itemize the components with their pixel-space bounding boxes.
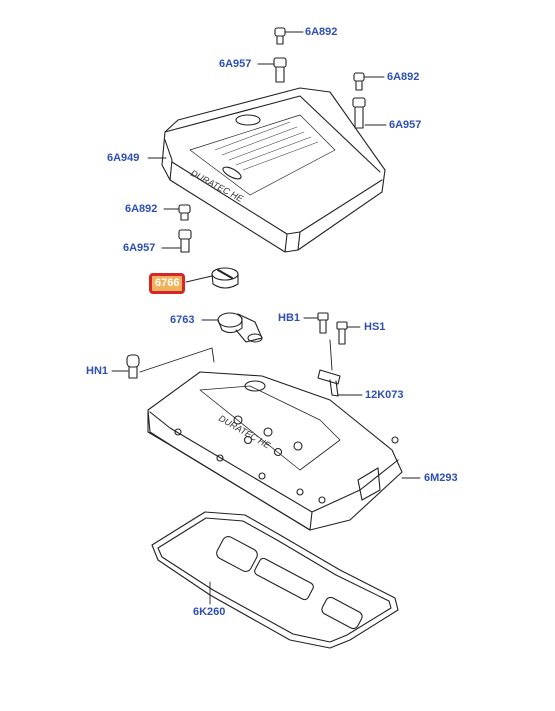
label-6766-highlighted[interactable]: 6766 (148, 273, 186, 294)
grommet-6a957-left (178, 229, 192, 253)
camshaft-sensor (317, 369, 341, 397)
oil-filler-tube (217, 312, 263, 343)
label-6m293[interactable]: 6M293 (424, 472, 458, 484)
leader-lines (111, 31, 421, 605)
label-6k260[interactable]: 6K260 (193, 606, 226, 618)
grommet-6a957-right (352, 97, 366, 129)
label-6763-tube[interactable]: 6763 (170, 314, 195, 326)
valve-cover-gasket (151, 511, 399, 649)
label-6a892-top[interactable]: 6A892 (305, 26, 338, 38)
engine-cover: DURATEC HE (161, 87, 386, 253)
label-6a949-cover[interactable]: 6A949 (107, 152, 140, 164)
label-6a957-right[interactable]: 6A957 (389, 119, 422, 131)
bolt-hs1 (336, 321, 348, 345)
valve-cover: DURATEC HE (147, 371, 403, 531)
label-6a892-right[interactable]: 6A892 (387, 71, 420, 83)
bolt-hb1 (317, 312, 329, 334)
label-6a957-top[interactable]: 6A957 (219, 58, 252, 70)
label-6a892-left[interactable]: 6A892 (125, 203, 158, 215)
label-hb1[interactable]: HB1 (278, 312, 301, 324)
label-12k073[interactable]: 12K073 (365, 389, 404, 401)
bolt-6a892-top (274, 27, 286, 45)
bolt-6a892-left (178, 204, 191, 221)
oil-filler-cap (211, 267, 239, 289)
label-hs1[interactable]: HS1 (364, 321, 386, 333)
stud-hn1 (126, 354, 140, 379)
label-hn1[interactable]: HN1 (86, 365, 109, 377)
bolt-6a892-right (353, 72, 365, 91)
label-6a957-left[interactable]: 6A957 (123, 242, 156, 254)
grommet-6a957-top (273, 57, 287, 83)
